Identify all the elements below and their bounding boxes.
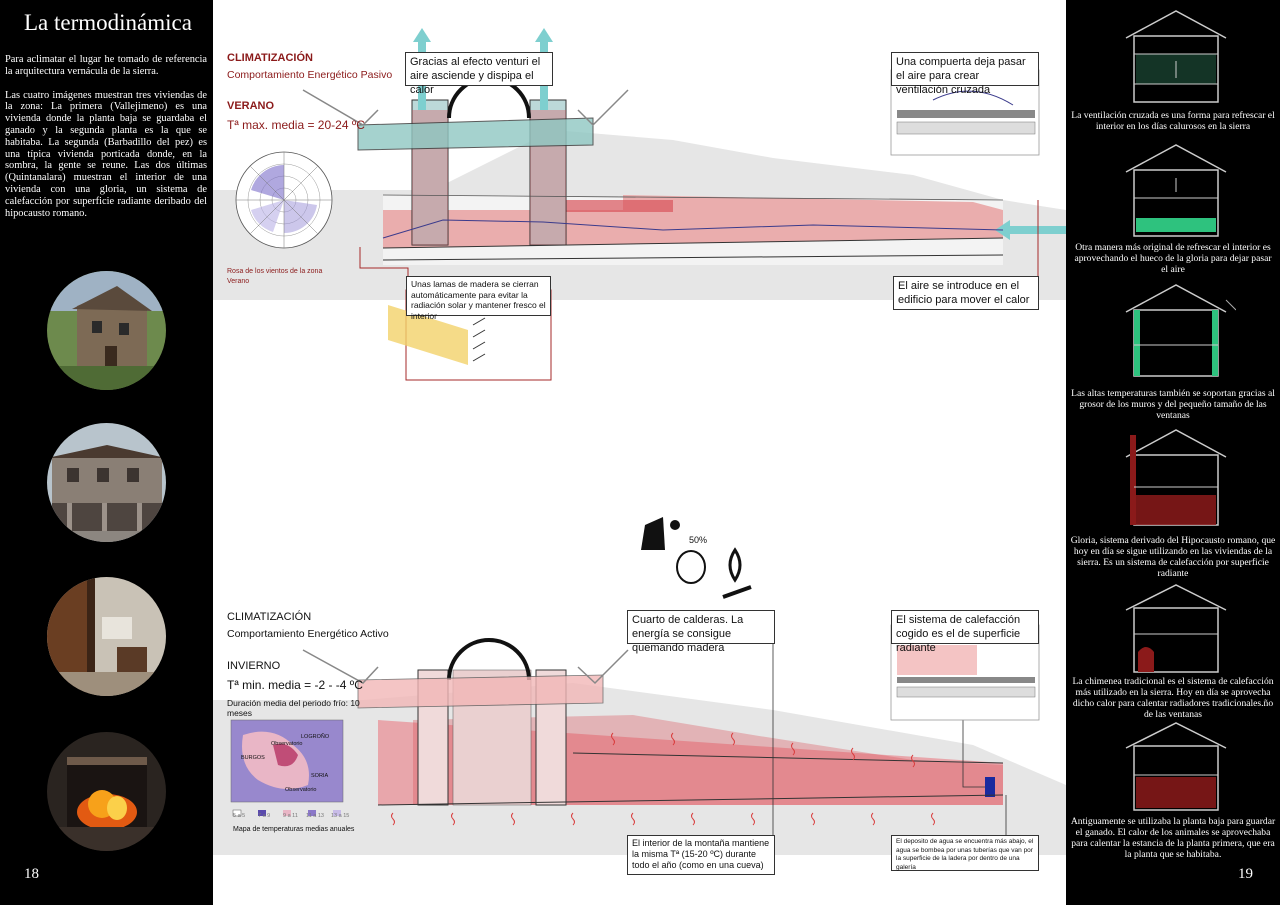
- photo-vallejimeno-house: [47, 271, 166, 390]
- thumb-livestock-heat: [1125, 722, 1227, 811]
- caption-thick-walls: Las altas temperaturas también se soport…: [1071, 388, 1275, 421]
- winter-heading: CLIMATIZACIÓN: [227, 611, 312, 623]
- callout-montana: El interior de la montaña mantiene la mi…: [627, 835, 775, 875]
- summer-temperature: Tª max. media = 20-24 ºC: [227, 118, 365, 132]
- map-label-burgos: BURGOS: [241, 755, 265, 761]
- callout-calderas: Cuarto de calderas. La energía se consig…: [627, 610, 775, 654]
- map-legend-2: 7 a 9: [258, 813, 271, 819]
- page-number-right: 19: [1238, 866, 1253, 882]
- fuel-percentage: 50%: [689, 535, 708, 545]
- photo-quintanalara-interior: [47, 577, 166, 696]
- callout-compuerta: Una compuerta deja pasar el aire para cr…: [891, 52, 1039, 96]
- temperature-map-caption: Mapa de temperaturas medias anuales: [233, 826, 355, 833]
- photo-gloria-fire: [47, 732, 166, 851]
- callout-aire: El aire se introduce en el edificio para…: [893, 276, 1039, 310]
- map-label-observatorio-1: Observatorio: [271, 741, 303, 747]
- caption-gloria-air: Otra manera más original de refrescar el…: [1074, 242, 1272, 275]
- thumb-hypocaust-gloria: [1125, 429, 1227, 526]
- winter-section-drawing: [213, 517, 1066, 855]
- callout-radiante: El sistema de calefacción cogido es el d…: [891, 610, 1039, 654]
- winter-subheading: Comportamiento Energético Activo: [227, 628, 389, 640]
- photo-barbadillo-house: [47, 423, 166, 542]
- caption-hypocaust-gloria: Gloria, sistema derivado del Hipocausto …: [1070, 535, 1276, 579]
- winter-season: INVIERNO: [227, 660, 281, 672]
- intro-paragraph-1: Para aclimatar el lugar he tomado de ref…: [5, 54, 207, 77]
- map-legend-1: 5 a 5: [233, 813, 246, 819]
- page-title: La termodinámica: [24, 10, 192, 35]
- thumb-gloria-air: [1125, 144, 1227, 237]
- intro-paragraph-2: Las cuatro imágenes muestran tres vivien…: [5, 89, 207, 219]
- caption-chimney: La chimenea tradicional es el sistema de…: [1072, 676, 1274, 720]
- map-legend-4: 11 a 13: [306, 813, 324, 819]
- wind-rose-season: Verano: [227, 278, 250, 285]
- map-label-logrono: LOGROÑO: [301, 734, 330, 740]
- map-label-soria: SORIA: [311, 773, 329, 779]
- callout-lamas: Unas lamas de madera se cierran automáti…: [406, 276, 551, 321]
- winter-temperature: Tª min. media = -2 - -4 ºC: [227, 678, 363, 692]
- map-label-observatorio-2: Observatorio: [285, 787, 317, 793]
- map-legend-3: 9 a 11: [283, 813, 298, 819]
- right-panel: La ventilación cruzada es una forma para…: [1066, 0, 1280, 905]
- thumb-thick-walls: [1125, 284, 1236, 377]
- callout-venturi: Gracias al efecto venturi el aire ascien…: [405, 52, 553, 96]
- left-panel: La termodinámica Para aclimatar el lugar…: [0, 0, 213, 905]
- intro-text: Para aclimatar el lugar he tomado de ref…: [5, 54, 207, 231]
- caption-cross-ventilation: La ventilación cruzada es una forma para…: [1071, 110, 1275, 132]
- summer-subheading: Comportamiento Energético Pasivo: [227, 69, 393, 81]
- map-legend-5: 13 a 15: [331, 813, 350, 819]
- thumb-cross-ventilation: [1125, 10, 1227, 103]
- page-number-left: 18: [24, 866, 39, 882]
- caption-livestock-heat: Antiguamente se utilizaba la planta baja…: [1070, 816, 1276, 860]
- summer-heading: CLIMATIZACIÓN: [227, 52, 313, 64]
- winter-duration: Duración media del periodo frío: 10 mese…: [227, 698, 360, 718]
- callout-deposito: El deposito de agua se encuentra más aba…: [891, 835, 1039, 871]
- main-diagram-area: CLIMATIZACIÓN Comportamiento Energético …: [213, 0, 1066, 905]
- summer-season: VERANO: [227, 100, 275, 112]
- thumb-chimney: [1125, 584, 1227, 673]
- wind-rose-caption: Rosa de los vientos de la zona: [227, 268, 323, 275]
